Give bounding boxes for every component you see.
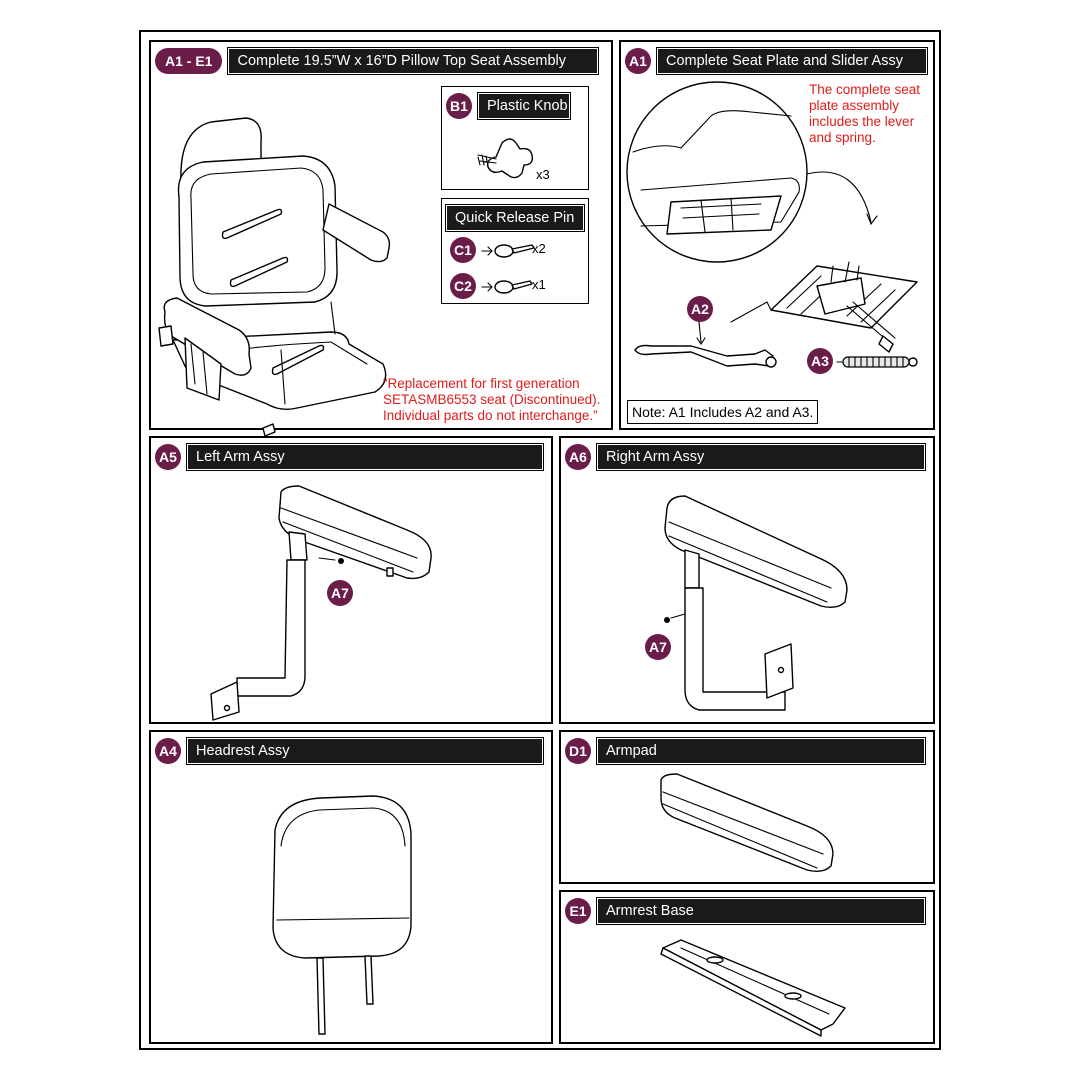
headrest-badge: A4 xyxy=(155,738,181,764)
armrest-base-illustration xyxy=(660,939,846,1037)
panel-armrest-base: E1 Armrest Base xyxy=(559,890,935,1044)
right-arm-title: Right Arm Assy xyxy=(596,443,926,471)
quick-release-pin-title: Quick Release Pin xyxy=(445,204,585,232)
armpad-illustration xyxy=(660,773,834,873)
plastic-knob-box: B1 Plastic Knob x3 xyxy=(441,86,589,190)
plastic-knob-title: Plastic Knob xyxy=(477,92,571,120)
headrest-title: Headrest Assy xyxy=(186,737,544,765)
panel-seat-assembly: A1 - E1 Complete 19.5”W x 16”D Pillow To… xyxy=(149,40,613,437)
parts-sheet: A1 - E1 Complete 19.5”W x 16”D Pillow To… xyxy=(139,30,941,1050)
seat-plate-note: Note: A1 Includes A2 and A3. xyxy=(627,400,819,424)
seat-plate-illustration xyxy=(626,81,918,353)
pin-c1-icon xyxy=(481,244,535,258)
quick-release-pin-header: Quick Release Pin xyxy=(445,204,585,232)
armrest-base-header: E1 Armrest Base xyxy=(565,897,926,925)
panel-armpad: D1 Armpad xyxy=(559,730,935,884)
seat-assembly-title: Complete 19.5”W x 16”D Pillow Top Seat A… xyxy=(227,47,600,75)
seat-assembly-illustration xyxy=(158,117,391,437)
plastic-knob-header: B1 Plastic Knob xyxy=(446,92,571,120)
panel-left-arm: A5 Left Arm Assy A7 xyxy=(149,436,553,724)
armrest-base-title: Armrest Base xyxy=(596,897,926,925)
pin-c1-badge: C1 xyxy=(450,237,476,263)
plastic-knob-qty: x3 xyxy=(536,167,550,182)
pin-c2-qty: x1 xyxy=(532,277,546,292)
armrest-base-badge: E1 xyxy=(565,898,591,924)
pin-c2-badge: C2 xyxy=(450,273,476,299)
armpad-badge: D1 xyxy=(565,738,591,764)
left-arm-callout-a7: A7 xyxy=(327,580,353,606)
seat-assembly-badge: A1 - E1 xyxy=(155,48,223,74)
quick-release-pin-box: Quick Release Pin C1 x2 C2 x1 xyxy=(441,198,589,304)
left-arm-badge: A5 xyxy=(155,444,181,470)
right-arm-badge: A6 xyxy=(565,444,591,470)
left-arm-header: A5 Left Arm Assy xyxy=(155,443,544,471)
panel-seat-plate: A1 Complete Seat Plate and Slider Assy T… xyxy=(619,40,935,430)
armpad-title: Armpad xyxy=(596,737,926,765)
panel-headrest: A4 Headrest Assy xyxy=(149,730,553,1044)
left-arm-title: Left Arm Assy xyxy=(186,443,544,471)
pin-c1-row: C1 xyxy=(450,237,476,263)
seat-replacement-note: “Replacement for first generation SETASM… xyxy=(383,376,601,423)
pin-c2-icon xyxy=(481,280,533,294)
headrest-illustration xyxy=(272,795,412,1035)
headrest-header: A4 Headrest Assy xyxy=(155,737,544,765)
seat-plate-title: Complete Seat Plate and Slider Assy xyxy=(656,47,928,75)
panel-right-arm: A6 Right Arm Assy A7 xyxy=(559,436,935,724)
lever-illustration xyxy=(634,321,777,368)
seat-assembly-header: A1 - E1 Complete 19.5”W x 16”D Pillow To… xyxy=(155,47,600,75)
plastic-knob-badge: B1 xyxy=(446,93,472,119)
seat-plate-badge: A1 xyxy=(625,48,651,74)
right-arm-callout-a7: A7 xyxy=(645,634,671,660)
right-arm-header: A6 Right Arm Assy xyxy=(565,443,926,471)
spring-illustration xyxy=(836,356,918,368)
seat-plate-header: A1 Complete Seat Plate and Slider Assy xyxy=(625,47,928,75)
seat-plate-callout-a2: A2 xyxy=(687,296,713,322)
armpad-header: D1 Armpad xyxy=(565,737,926,765)
right-arm-illustration xyxy=(664,495,848,711)
seat-plate-red-note: The complete seat plate assembly include… xyxy=(809,82,921,145)
left-arm-illustration xyxy=(210,485,432,721)
plastic-knob-icon xyxy=(477,138,534,179)
pin-c2-row: C2 xyxy=(450,273,476,299)
pin-c1-qty: x2 xyxy=(532,241,546,256)
seat-plate-callout-a3: A3 xyxy=(807,348,833,374)
